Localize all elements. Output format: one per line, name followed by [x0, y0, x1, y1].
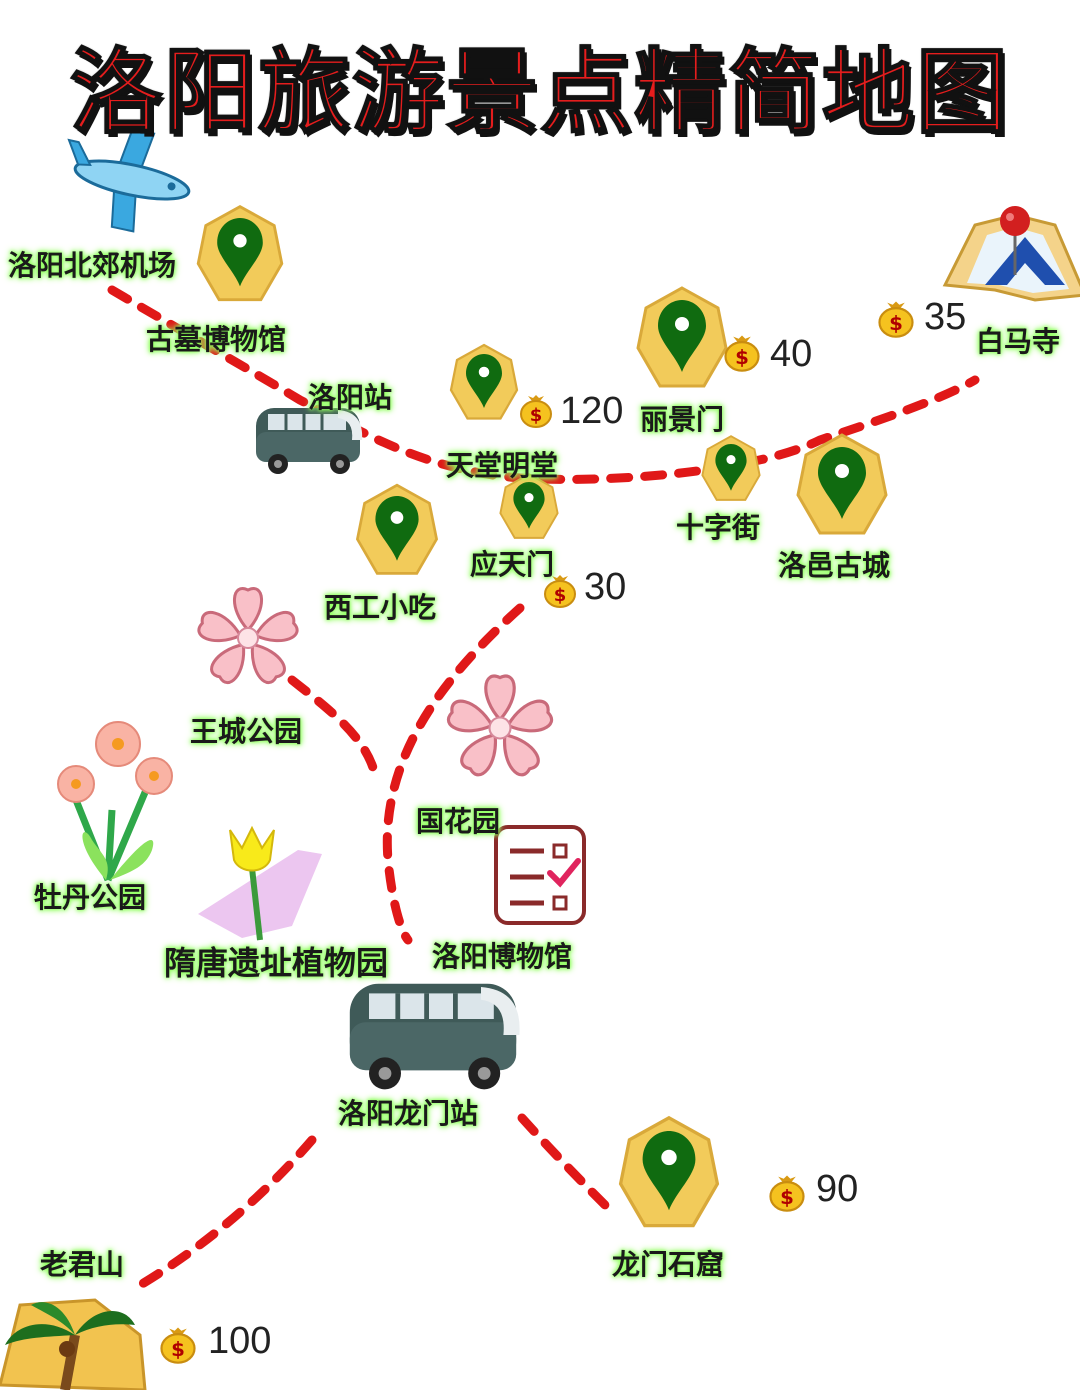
page-title: 洛阳旅游景点精简地图 [69, 38, 1010, 147]
place-label-station[interactable]: 洛阳站 [308, 381, 393, 414]
place-label-wangcheng[interactable]: 王城公园 [190, 715, 303, 748]
money-bag-icon [160, 1326, 196, 1364]
place-label-yingtianmen[interactable]: 应天门 [470, 548, 555, 581]
money-bag-icon [769, 1174, 805, 1212]
place-label-guohua[interactable]: 国花园 [416, 805, 501, 838]
place-label-airport[interactable]: 洛阳北郊机场 [8, 249, 177, 282]
map-pin-icon[interactable] [701, 435, 761, 501]
place-label-longmen[interactable]: 龙门石窟 [612, 1248, 725, 1281]
place-label-tomb-museum[interactable]: 古墓博物馆 [146, 323, 287, 356]
map-pin-icon[interactable] [449, 343, 519, 420]
place-label-laojun[interactable]: 老君山 [40, 1248, 125, 1281]
price-lijingmen: 40 [770, 333, 813, 375]
bus-icon [350, 984, 520, 1090]
money-bag-icon [878, 300, 914, 338]
place-label-baima[interactable]: 白马寺 [976, 325, 1061, 358]
place-label-longmen-station[interactable]: 洛阳龙门站 [338, 1097, 479, 1130]
place-label-tiantang[interactable]: 天堂明堂 [446, 449, 559, 482]
cherry-blossom-icon [195, 587, 301, 688]
price-tiantang: 120 [560, 390, 624, 432]
place-label-xigong[interactable]: 西工小吃 [324, 591, 437, 624]
tulip-icon [198, 825, 322, 941]
place-label-museum[interactable]: 洛阳博物馆 [432, 940, 573, 973]
map-pin-icon[interactable] [196, 205, 284, 302]
cherry-blossom-icon [444, 674, 556, 780]
palm-tree-icon [0, 1298, 147, 1390]
peony-icon [57, 721, 173, 882]
place-label-shizijie[interactable]: 十字街 [676, 511, 761, 544]
price-longmen: 90 [816, 1168, 859, 1210]
map-pin-icon[interactable] [796, 433, 888, 535]
money-bag-icon [724, 334, 760, 372]
price-yingtianmen: 30 [584, 566, 627, 608]
route-lines [107, 285, 980, 1295]
place-label-suitang[interactable]: 隋唐遗址植物园 [164, 944, 389, 982]
bus-icon [254, 406, 364, 476]
map-pin-icon[interactable] [618, 1116, 720, 1228]
checklist-icon [494, 825, 586, 925]
price-laojun: 100 [208, 1320, 272, 1362]
map-pin-icon[interactable] [356, 483, 438, 575]
price-baima: 35 [924, 296, 967, 338]
place-label-luoyi[interactable]: 洛邑古城 [778, 549, 891, 582]
map-icon [942, 206, 1080, 302]
place-label-lijingmen[interactable]: 丽景门 [640, 403, 725, 436]
place-label-mudan[interactable]: 牡丹公园 [34, 881, 147, 914]
map-pin-icon[interactable] [636, 286, 728, 388]
airplane-icon [67, 127, 191, 233]
money-bag-icon [520, 394, 552, 428]
